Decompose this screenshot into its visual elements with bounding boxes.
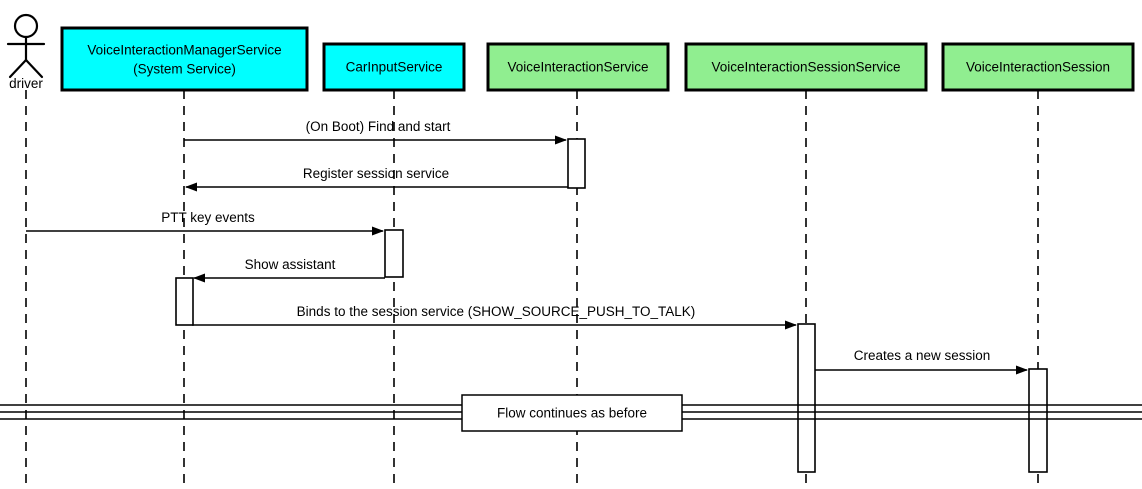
participant-box-carinputservice[interactable] [322, 42, 466, 92]
participant-box-vims[interactable] [60, 26, 309, 92]
message-creates-a-new-session[interactable]: Creates a new session [815, 348, 1028, 375]
message-on-boot-find-and-start[interactable]: (On Boot) Find and start [184, 119, 567, 145]
message-ptt-key-events[interactable]: PTT key events [26, 210, 384, 236]
participant-voiceinteractionsessionservice[interactable]: VoiceInteractionSessionService [684, 42, 928, 92]
message-binds-to-session-service[interactable]: Binds to the session service (SHOW_SOURC… [192, 304, 797, 330]
activation-bar-carinputservice[interactable] [384, 229, 404, 278]
message-label-ptt-key-events: PTT key events [161, 210, 255, 225]
activation-bar-voiceinteractionsessionservice[interactable] [797, 323, 816, 473]
participant-box-voiceinteractionsessionservice[interactable] [684, 42, 928, 92]
activation-bar-voiceinteractionservice[interactable] [567, 138, 586, 189]
participant-voiceinteractionsession[interactable]: VoiceInteractionSession [941, 42, 1135, 92]
activation-bar-vims[interactable] [175, 277, 194, 326]
flow-divider: Flow continues as before [0, 394, 1142, 432]
message-label-register-session-service: Register session service [303, 166, 449, 181]
message-label-show-assistant: Show assistant [245, 257, 336, 272]
participant-voiceinteractionsession-label: VoiceInteractionSession [966, 60, 1110, 75]
actor-right-leg-icon [24, 58, 44, 79]
activation-bars-group [175, 138, 1048, 473]
participant-box-voiceinteractionservice[interactable] [486, 42, 670, 92]
participant-box-voiceinteractionsession[interactable] [941, 42, 1135, 92]
participant-carinputservice-label: CarInputService [346, 60, 443, 75]
message-register-session-service[interactable]: Register session service [185, 166, 568, 192]
actor-driver-label: driver [9, 76, 43, 91]
actor-left-leg-icon [8, 58, 28, 79]
message-label-binds-to-session-service: Binds to the session service (SHOW_SOURC… [297, 304, 696, 319]
divider-note-label: Flow continues as before [497, 406, 647, 421]
participant-vims-label-line2: (System Service) [133, 62, 236, 77]
participant-voiceinteractionservice-label: VoiceInteractionService [507, 60, 648, 75]
participant-carinputservice[interactable]: CarInputService [322, 42, 466, 92]
participant-voiceinteractionservice[interactable]: VoiceInteractionService [486, 42, 670, 92]
message-label-creates-a-new-session: Creates a new session [854, 348, 991, 363]
divider-note-box [461, 394, 683, 432]
actor-driver[interactable]: driver [6, 13, 46, 91]
message-show-assistant[interactable]: Show assistant [193, 257, 385, 283]
participant-voiceinteractionsessionservice-label: VoiceInteractionSessionService [711, 60, 900, 75]
message-label-on-boot-find-and-start: (On Boot) Find and start [306, 119, 451, 134]
actor-head-icon [13, 13, 39, 39]
activation-bar-voiceinteractionsession[interactable] [1028, 368, 1048, 473]
participant-vims-label-line1: VoiceInteractionManagerService [87, 43, 281, 58]
participant-vims[interactable]: VoiceInteractionManagerService (System S… [60, 26, 309, 92]
